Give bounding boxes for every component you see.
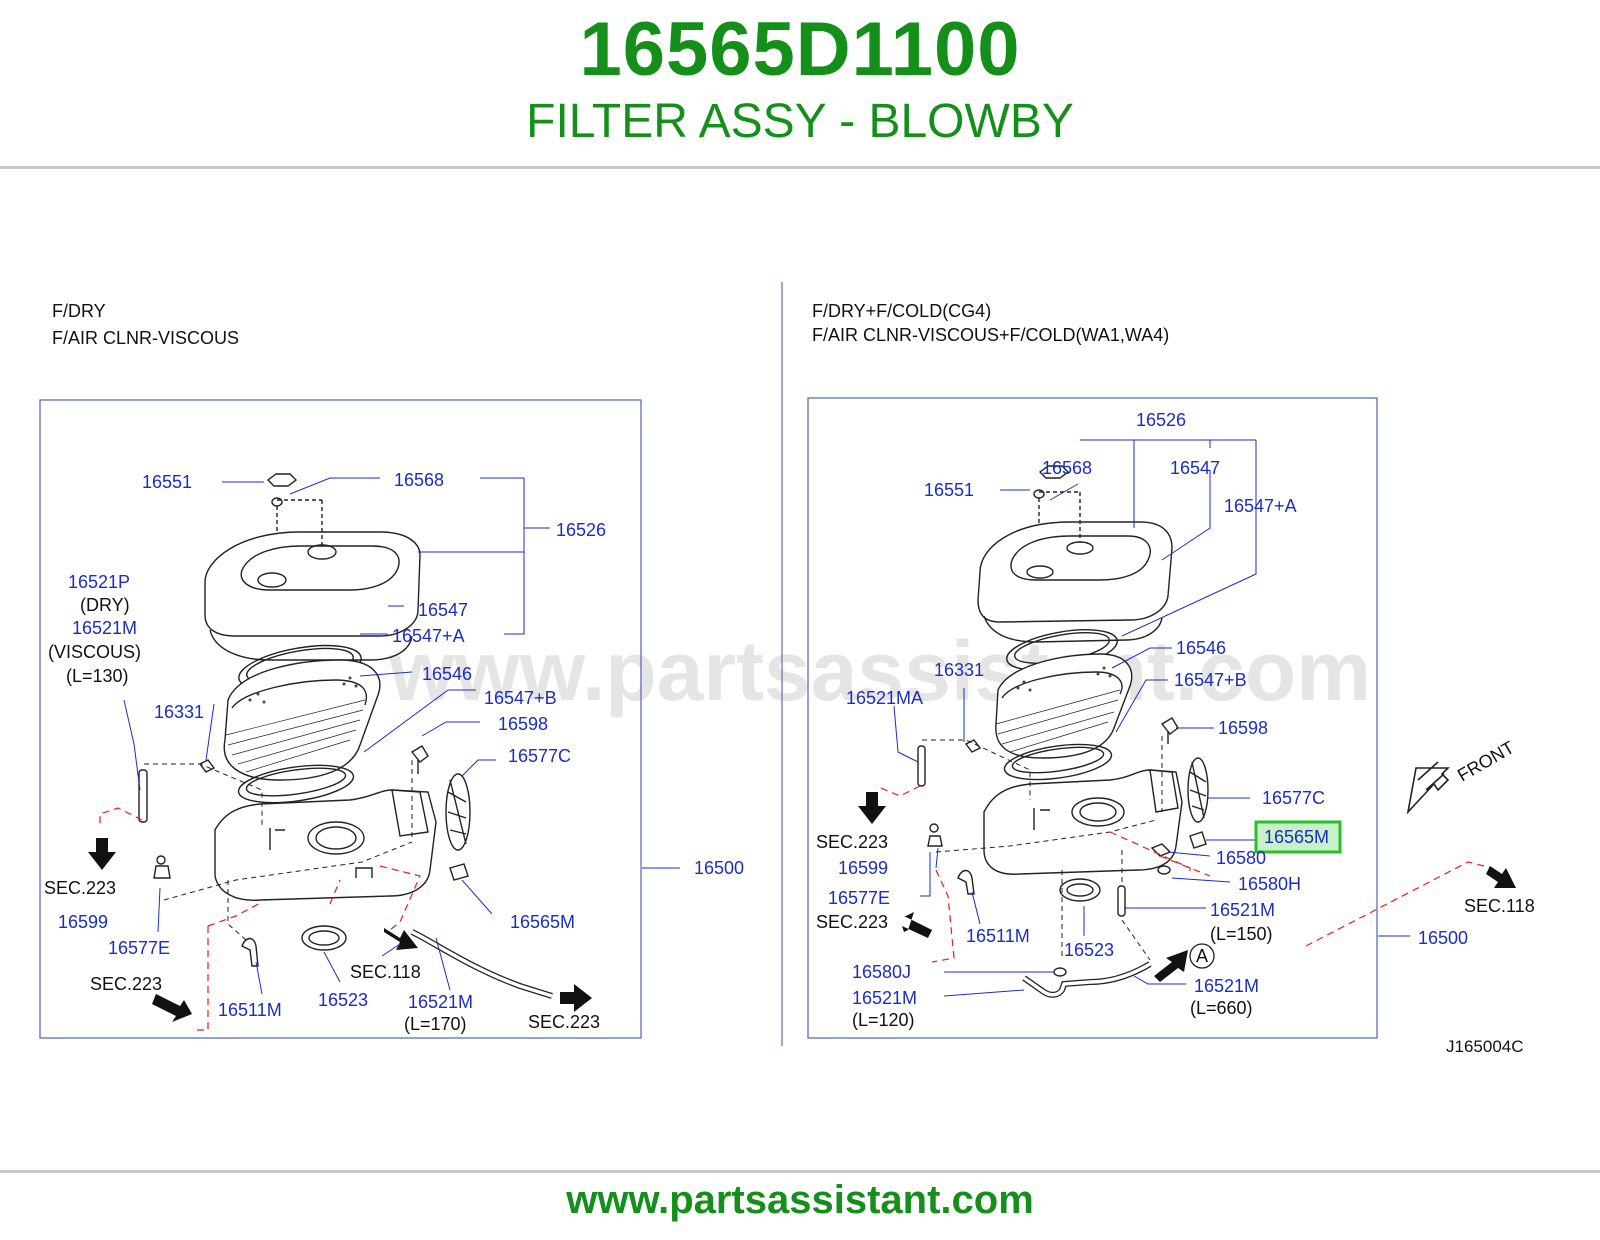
left-label-16546: 16546: [422, 664, 472, 684]
right-label-16565m-highlighted: 16565M: [1264, 827, 1329, 847]
left-label-16521p: 16521P: [68, 572, 130, 592]
left-leader-lines: [123, 477, 680, 995]
right-note-line2: F/AIR CLNR-VISCOUS+F/COLD(WA1,WA4): [812, 325, 1169, 345]
right-leader-lines: [893, 439, 1410, 997]
arrow-right-sec223-a-icon: [858, 792, 886, 824]
right-label-sec223-a: SEC.223: [816, 832, 888, 852]
left-label-16526: 16526: [556, 520, 606, 540]
right-label-16598: 16598: [1218, 718, 1268, 738]
right-air-cleaner-drawing: [917, 465, 1209, 998]
arrow-sec118-icon: [384, 928, 418, 950]
left-label-16551: 16551: [142, 472, 192, 492]
arrow-right-a-icon: [1154, 950, 1188, 982]
left-red-dashed-lines: [99, 807, 421, 1031]
right-label-16521m-a: 16521M: [1210, 900, 1275, 920]
left-label-16500: 16500: [694, 858, 744, 878]
right-panel: F/DRY+F/COLD(CG4) F/AIR CLNR-VISCOUS+F/C…: [807, 301, 1535, 1039]
header-divider: [0, 166, 1600, 169]
right-label-16521m-c: 16521M: [1194, 976, 1259, 996]
right-label-16580j: 16580J: [852, 962, 911, 982]
right-label-16500: 16500: [1418, 928, 1468, 948]
left-label-16521m-b: 16521M: [408, 992, 473, 1012]
right-label-16331: 16331: [934, 660, 984, 680]
right-arrows: [858, 792, 1516, 982]
right-label-16547: 16547: [1170, 458, 1220, 478]
left-label-16599: 16599: [58, 912, 108, 932]
left-label-viscous: (VISCOUS): [48, 642, 141, 662]
part-name-subtitle: FILTER ASSY - BLOWBY: [526, 95, 1074, 148]
left-label-16568: 16568: [394, 470, 444, 490]
right-label-sec223-b: SEC.223: [816, 912, 888, 932]
left-label-16547b: 16547+B: [484, 688, 557, 708]
right-label-16526: 16526: [1136, 410, 1186, 430]
left-label-16511m: 16511M: [218, 1000, 282, 1020]
arrow-sec223-c-icon: [560, 984, 592, 1012]
arrow-sec223-a-icon: [88, 838, 116, 870]
right-label-16599: 16599: [838, 858, 888, 878]
left-arrows: [88, 838, 592, 1022]
right-label-l150: (L=150): [1210, 924, 1273, 944]
right-label-16577e: 16577E: [828, 888, 890, 908]
right-label-16580: 16580: [1216, 848, 1266, 868]
right-label-sec118: SEC.118: [1464, 896, 1535, 916]
arrow-sec223-b-icon: [152, 994, 192, 1022]
right-label-l120: (L=120): [852, 1010, 915, 1030]
right-label-16568: 16568: [1042, 458, 1092, 478]
right-label-16521ma: 16521MA: [846, 688, 923, 708]
right-label-16546: 16546: [1176, 638, 1226, 658]
left-note-line1: F/DRY: [52, 301, 106, 321]
left-label-sec118: SEC.118: [350, 962, 421, 982]
right-label-16547a: 16547+A: [1224, 496, 1297, 516]
right-label-16580h: 16580H: [1238, 874, 1301, 894]
left-air-cleaner-drawing: [138, 473, 553, 999]
right-label-16521m-b: 16521M: [852, 988, 917, 1008]
left-label-16331: 16331: [154, 702, 204, 722]
left-label-l130: (L=130): [66, 666, 129, 686]
left-label-16598: 16598: [498, 714, 548, 734]
right-label-16577c: 16577C: [1262, 788, 1325, 808]
left-label-16577e: 16577E: [108, 938, 170, 958]
arrow-right-sec118-icon: [1486, 866, 1516, 888]
footer-divider: [0, 1170, 1600, 1173]
left-frame: [39, 399, 642, 1039]
left-label-dry: (DRY): [80, 595, 130, 615]
right-label-l660: (L=660): [1190, 998, 1253, 1018]
right-label-16511m: 16511M: [966, 926, 1030, 946]
right-label-16523: 16523: [1064, 940, 1114, 960]
right-frame: [807, 397, 1378, 1039]
footer-url[interactable]: www.partsassistant.com: [566, 1178, 1034, 1222]
left-label-16547a: 16547+A: [392, 626, 465, 646]
right-red-dashed-lines: [875, 785, 1493, 963]
right-note-line1: F/DRY+F/COLD(CG4): [812, 301, 991, 321]
highlighted-part-box: [1254, 820, 1342, 854]
right-label-16547b: 16547+B: [1174, 670, 1247, 690]
right-label-front: FRONT: [1454, 737, 1518, 785]
left-label-sec223-c: SEC.223: [528, 1012, 600, 1032]
left-note-line2: F/AIR CLNR-VISCOUS: [52, 328, 239, 348]
part-number-title: 16565D1100: [579, 7, 1021, 92]
left-label-16565m: 16565M: [510, 912, 575, 932]
arrow-right-sec223-b-icon: [902, 912, 932, 938]
left-label-16547: 16547: [418, 600, 468, 620]
left-panel: F/DRY F/AIR CLNR-VISCOUS: [39, 301, 744, 1039]
left-label-sec223-b: SEC.223: [90, 974, 162, 994]
left-label-l170: (L=170): [404, 1014, 467, 1034]
left-label-16523: 16523: [318, 990, 368, 1010]
marker-a-circle: [1189, 943, 1215, 969]
watermark-text: www.partsassistant.com: [388, 624, 1371, 718]
left-label-sec223-a: SEC.223: [44, 878, 116, 898]
left-label-16577c: 16577C: [508, 746, 571, 766]
right-label-16551: 16551: [924, 480, 974, 500]
left-label-16521m-a: 16521M: [72, 618, 137, 638]
front-direction-arrow-icon: [1406, 761, 1450, 815]
marker-a-label: A: [1196, 946, 1208, 966]
figure-code: J165004C: [1446, 1037, 1524, 1056]
